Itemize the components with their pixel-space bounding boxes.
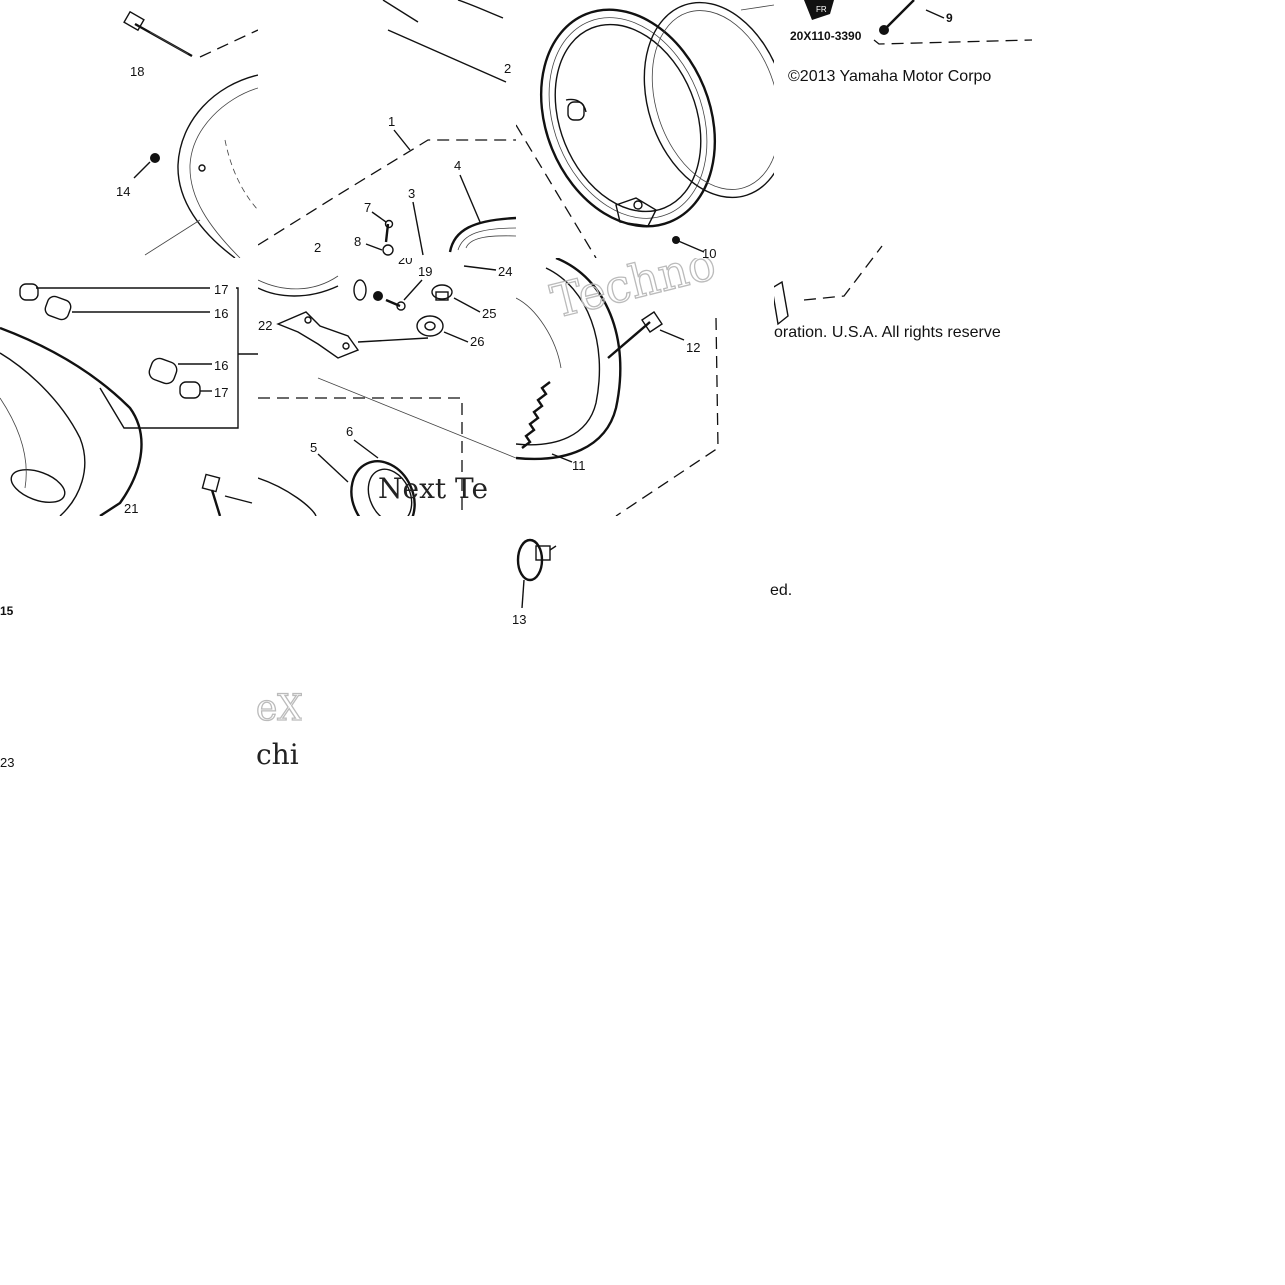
- callout-2b: 2: [504, 61, 511, 76]
- callout-2: 2: [314, 240, 321, 255]
- diagram-tile-top-middle: 2 1 3 4 7 8 2: [258, 0, 516, 258]
- screw-14-icon: [133, 153, 160, 179]
- callout-26: 26: [470, 334, 484, 349]
- callout-5: 5: [310, 440, 317, 455]
- copyright-mid: oration. U.S.A. All rights reserve: [774, 324, 1001, 341]
- callout-3: 3: [408, 186, 415, 201]
- copyright-end: ed.: [770, 582, 793, 599]
- washer-19-20-icon: [353, 279, 406, 311]
- bolt-9-icon: [879, 0, 915, 35]
- watermark-fragment-2: chi: [256, 738, 299, 771]
- callout-1: 1: [388, 114, 395, 129]
- diagram-fragment-15: 15: [0, 598, 40, 620]
- watermark-fragment-1: eX: [256, 688, 302, 729]
- diagram-tile-middle: 22 20 19 24 25 26: [258, 258, 516, 516]
- diagram-tile-edge-right: oration. U.S.A. All rights reserve: [774, 216, 1032, 376]
- callout-15: 15: [0, 604, 14, 618]
- headlight-shell-rim: [177, 74, 258, 258]
- bushing-17-top-icon: [19, 283, 72, 321]
- callout-25: 25: [482, 306, 496, 321]
- callout-16b: 16: [214, 358, 228, 373]
- diagram-tile-middle-right: 12 11 Techno: [516, 258, 774, 516]
- bushing-16-bottom-icon: [148, 357, 201, 399]
- watermark-left: Next Te: [378, 472, 488, 505]
- bracket-22-icon: [276, 311, 360, 359]
- spring-11-icon: [521, 381, 551, 449]
- screw-7-icon: [384, 219, 394, 243]
- headlight-rim-ring: [539, 8, 717, 228]
- callout-22: 22: [258, 318, 272, 333]
- bolt-21-icon: [201, 473, 222, 516]
- bulb-socket-5-6-icon: [350, 460, 416, 516]
- callout-11: 11: [572, 458, 586, 473]
- diagram-tile-legend: FR 9 20X110-3390 ©2013 Yamaha Motor Corp…: [774, 0, 1032, 110]
- headlight-lens-ring: [643, 1, 774, 199]
- headlight-shell-icon: [0, 326, 143, 516]
- callout-21: 21: [124, 501, 138, 516]
- callout-14: 14: [116, 184, 130, 199]
- bolt-18-icon: [123, 10, 193, 58]
- callout-16a: 16: [214, 306, 228, 321]
- callout-18: 18: [130, 64, 144, 79]
- diagram-tile-top-left: 18 14: [0, 0, 258, 258]
- grommet-26-icon: [416, 315, 444, 337]
- callout-19: 19: [418, 264, 432, 279]
- callout-10: 10: [702, 246, 716, 258]
- diagram-fragment-watermark: eX chi: [256, 680, 302, 772]
- lens-4-icon: [448, 216, 516, 253]
- diagram-tile-middle-left: 17 16 16 17 21: [0, 258, 258, 516]
- front-arrow-icon: FR: [804, 0, 834, 20]
- callout-20: 20: [398, 258, 412, 267]
- callout-24: 24: [498, 264, 512, 279]
- callout-6: 6: [346, 424, 353, 439]
- reflector-icon: [516, 258, 622, 461]
- callout-7: 7: [364, 200, 371, 215]
- adjuster-12-icon: [607, 311, 663, 359]
- callout-9: 9: [946, 11, 953, 25]
- watermark-right: Techno: [546, 258, 721, 329]
- callout-17a: 17: [214, 282, 228, 297]
- callout-12: 12: [686, 340, 700, 355]
- diagram-fragment-bulb-13: 13: [512, 516, 560, 628]
- diagram-tile-top-right: 10: [516, 0, 774, 258]
- diagram-fragment-23: 23: [0, 750, 40, 772]
- part-code: 20X110-3390: [790, 29, 862, 43]
- callout-13: 13: [512, 612, 526, 627]
- bulb-13-icon: [516, 538, 557, 582]
- grommet-25-icon: [431, 284, 453, 301]
- callout-23: 23: [0, 755, 14, 770]
- callout-4: 4: [454, 158, 461, 173]
- svg-text:FR: FR: [816, 5, 827, 14]
- callout-17b: 17: [214, 385, 228, 400]
- callout-8: 8: [354, 234, 361, 249]
- copyright-top: ©2013 Yamaha Motor Corpo: [788, 68, 992, 85]
